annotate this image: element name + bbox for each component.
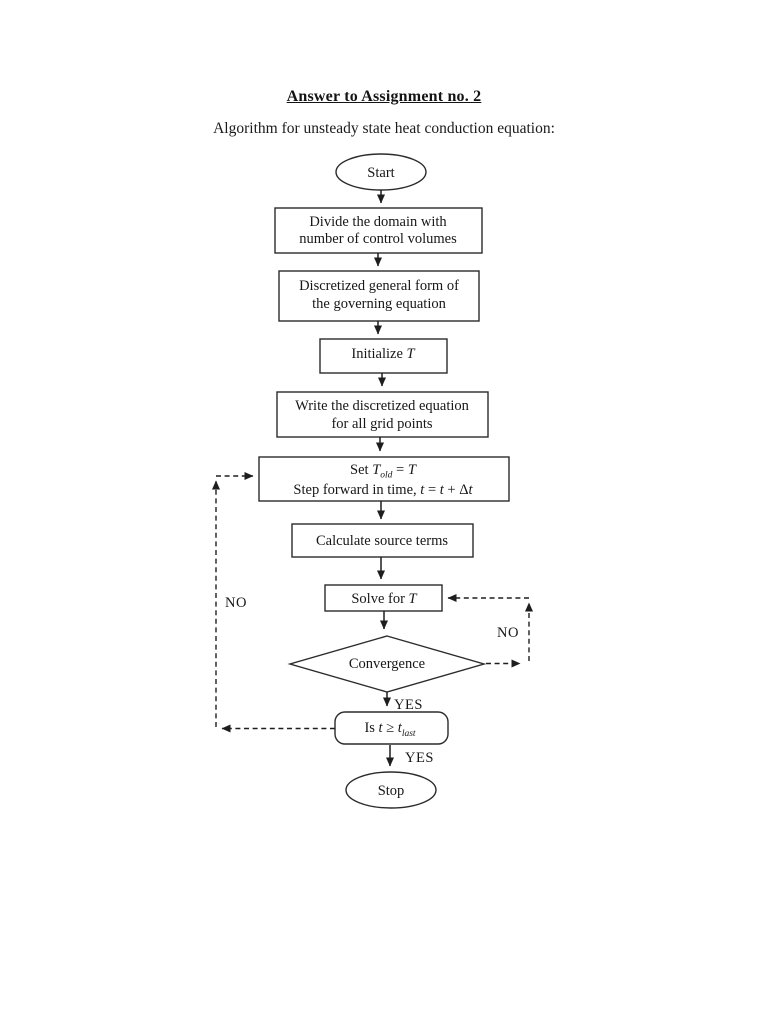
stop-node: Stop <box>345 771 437 809</box>
set-told-box: Set Told = T Step forward in time, t = t… <box>258 456 510 502</box>
convergence-label: Convergence <box>349 656 425 672</box>
write-equation-line2: for all grid points <box>331 416 432 432</box>
discretize-line1: Discretized general form of <box>299 278 459 294</box>
stop-label: Stop <box>378 783 405 799</box>
discretize-box: Discretized general form of the governin… <box>278 270 480 322</box>
page-title: Answer to Assignment no. 2 <box>286 88 482 105</box>
yes-label-time: YES <box>405 750 434 766</box>
feedback-loop-right: NO <box>447 594 533 668</box>
convergence-diamond: Convergence <box>287 635 487 693</box>
no-label-left: NO <box>225 595 247 611</box>
write-equation-box: Write the discretized equation for all g… <box>276 391 489 438</box>
solve-label: Solve for T <box>351 591 417 607</box>
source-terms-label: Calculate source terms <box>316 533 448 549</box>
write-equation-line1: Write the discretized equation <box>295 398 469 414</box>
start-node: Start <box>335 153 427 191</box>
start-label: Start <box>367 165 394 181</box>
page-subtitle: Algorithm for unsteady state heat conduc… <box>213 120 555 137</box>
source-terms-box: Calculate source terms <box>291 523 474 558</box>
time-check-label: Is t ≥ tlast <box>364 720 415 739</box>
initialize-label: Initialize T <box>351 346 415 362</box>
initialize-box: Initialize T <box>319 338 448 374</box>
yes-label-convergence: YES <box>394 697 423 713</box>
divide-domain-line1: Divide the domain with <box>309 214 447 230</box>
divide-domain-line2: number of control volumes <box>299 231 457 247</box>
set-told-line2: Step forward in time, t = t + Δt <box>293 482 473 498</box>
feedback-loop-left: NO <box>212 472 335 733</box>
discretize-line2: the governing equation <box>312 296 446 312</box>
set-told-line1: Set Told = T <box>350 462 417 481</box>
solve-box: Solve for T <box>324 584 443 612</box>
divide-domain-box: Divide the domain with number of control… <box>274 207 483 254</box>
time-check-box: Is t ≥ tlast <box>334 711 449 745</box>
no-label-right: NO <box>497 625 519 641</box>
